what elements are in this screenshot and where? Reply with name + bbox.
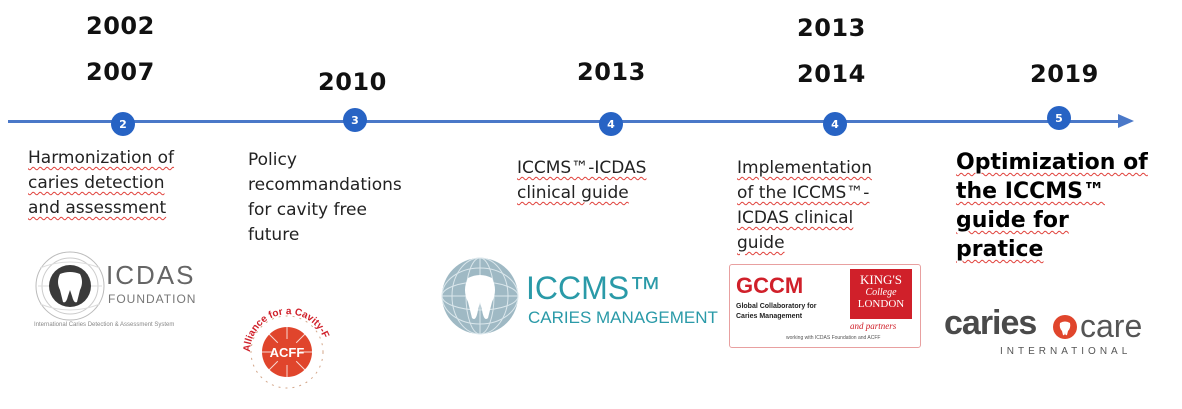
year-label: 2013 [577,58,646,86]
timeline-marker: 4 [599,112,623,136]
svg-text:ACFF: ACFF [270,345,305,360]
icdas-foundation-logo: ICDAS FOUNDATION International Caries De… [30,248,200,336]
year-label: 2010 [318,68,387,96]
year-label: 2002 [86,12,155,40]
timeline-arrowhead [1118,114,1134,128]
year-label: 2007 [86,58,155,86]
year-label: 2019 [1030,60,1099,88]
event-description: Harmonization of caries detection and as… [28,148,175,218]
timeline-marker: 2 [111,112,135,136]
gccm-logo: GCCM Global Collaboratory for Caries Man… [729,264,921,348]
iccms-globe-tooth-icon [441,257,519,335]
kings-college-london-badge: KING'S College LONDON [850,269,912,319]
timeline-axis [8,120,1123,123]
year-label: 2013 [797,14,866,42]
year-label: 2014 [797,60,866,88]
timeline-marker: 4 [823,112,847,136]
event-description: Policy recommandations for cavity free f… [248,150,402,245]
acff-emblem-icon: ACFF Alliance for a Cavity-Free Future [229,282,331,389]
event-description: ICCMS™-ICDAS clinical guide [517,158,647,203]
timeline-marker: 5 [1047,106,1071,130]
iccms-caries-management-logo: ICCMS™ CARIES MANAGEMENT [438,256,728,336]
tooth-heart-icon [1053,315,1077,339]
acff-logo: ACFF Alliance for a Cavity-Free Future [229,282,342,400]
event-description: Implementation of the ICCMS™- ICDAS clin… [737,158,872,253]
timeline-marker: 3 [343,108,367,132]
event-description: Optimization of the ICCMS™ guide for pra… [956,150,1148,262]
cariescare-international-logo: caries care INTERNATIONAL [944,304,1143,357]
icdas-tooth-icon [35,251,105,321]
